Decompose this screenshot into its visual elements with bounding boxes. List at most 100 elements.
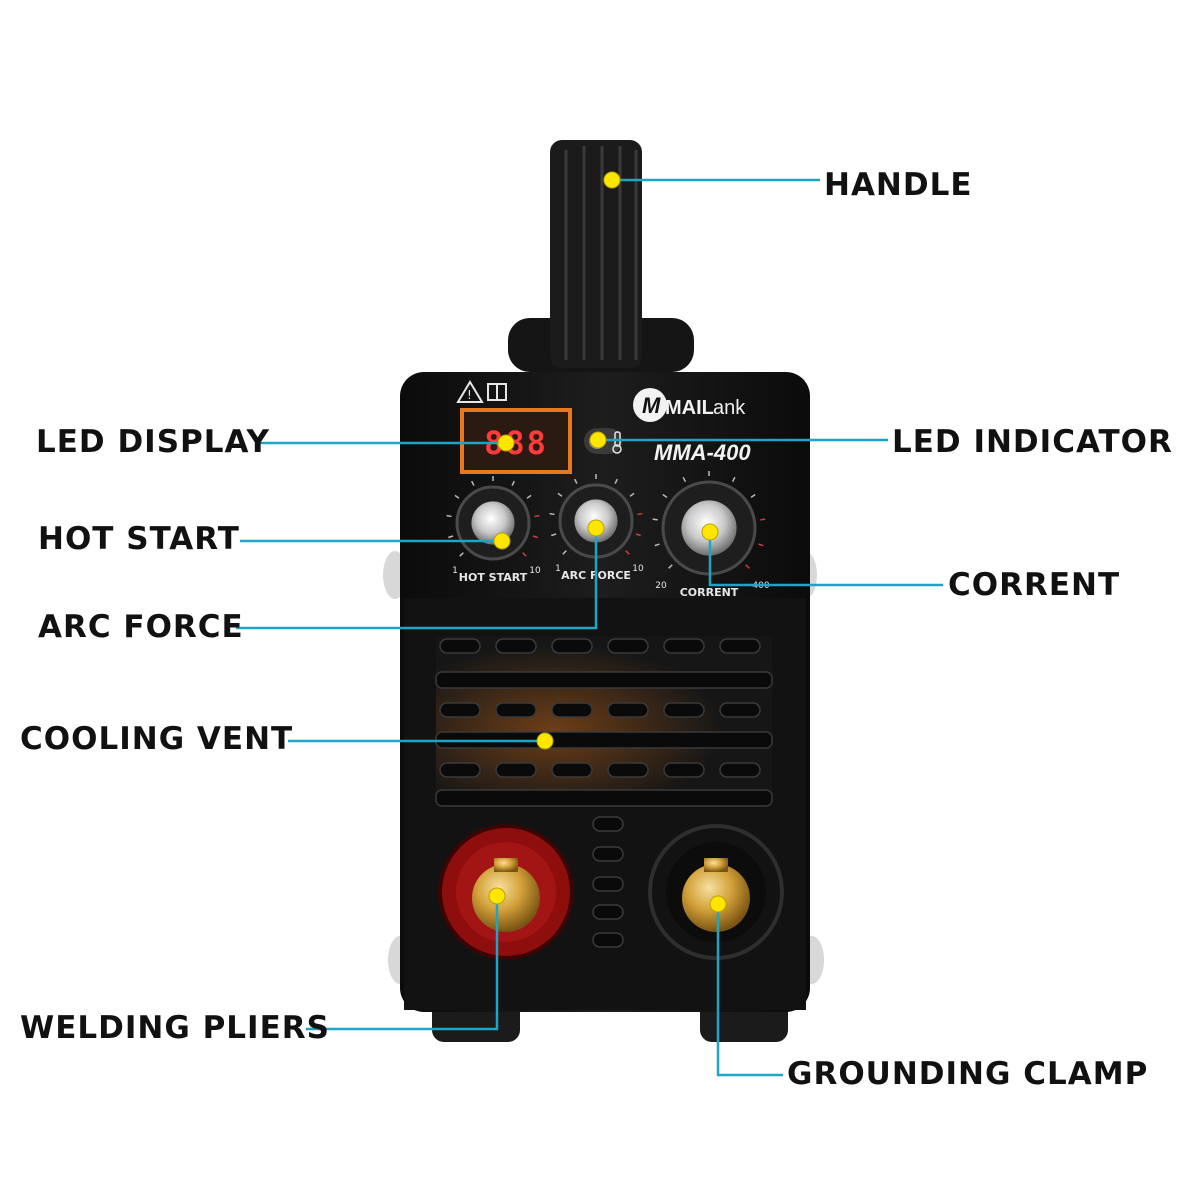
welding-pliers-label: WELDING PLIERS: [20, 1010, 330, 1046]
handle-dot: [603, 171, 621, 189]
welding-pliers-leader: [306, 896, 499, 1031]
welding-pliers-terminal: [438, 824, 574, 960]
brand-name: MAIL: [665, 397, 714, 419]
led-display-label: LED DISPLAY: [36, 424, 270, 460]
vent-slot: [551, 638, 593, 654]
led-display-dot: [497, 434, 515, 452]
knob-tick: [654, 543, 660, 547]
knob-max-label: 10: [632, 564, 644, 574]
corrent-leader: [708, 532, 943, 587]
manual-book-icon: [487, 383, 507, 401]
vent-slot: [719, 638, 761, 654]
vent-slot: [551, 762, 593, 778]
vent-slot: [551, 702, 593, 718]
vent-slot: [495, 702, 537, 718]
vent-slot: [439, 702, 481, 718]
knob-tick: [635, 533, 641, 537]
hot-start-dot: [493, 532, 511, 550]
leader-lines: [236, 178, 943, 1077]
arc-force-leader: [236, 528, 598, 630]
grounding-clamp-leader: [716, 904, 783, 1077]
knob-tick: [551, 533, 557, 537]
center-slot: [592, 876, 624, 892]
corrent-dot: [701, 523, 719, 541]
cooling-vent-dot: [536, 732, 554, 750]
knob-tick: [454, 494, 460, 499]
knob-tick: [614, 478, 619, 484]
callout-dots: [488, 171, 727, 913]
svg-text:M: M: [642, 393, 661, 418]
arc-force-label: ARC FORCE: [38, 609, 244, 645]
knob-tick: [662, 493, 668, 499]
brand-logo: M MAIL ank: [633, 388, 746, 422]
led-indicator-label: LED INDICATOR: [892, 424, 1173, 460]
grounding-clamp-terminal: [648, 824, 784, 960]
knob-tick: [446, 514, 452, 518]
vent-slot: [495, 762, 537, 778]
knob-tick: [625, 550, 630, 555]
handle-group: [508, 140, 694, 372]
knob-tick: [534, 514, 540, 518]
brand-suffix: ank: [713, 397, 746, 419]
knob-tick: [750, 493, 756, 499]
knob-label: HOT START: [459, 571, 528, 584]
vent-slot: [607, 762, 649, 778]
led-display: 888: [460, 408, 572, 474]
cooling-vent: [435, 636, 773, 807]
knob-tick: [637, 512, 643, 516]
vent-slot: [719, 762, 761, 778]
vent-slot-wide: [435, 671, 773, 689]
vent-slot-wide: [435, 789, 773, 807]
center-slot: [592, 816, 624, 832]
grounding-clamp-label: GROUNDING CLAMP: [787, 1056, 1149, 1092]
knob-tick: [532, 535, 538, 539]
vent-slot: [439, 638, 481, 654]
svg-text:!: !: [467, 388, 472, 402]
cooling-vent-label: COOLING VENT: [20, 721, 294, 757]
vent-slot: [663, 638, 705, 654]
knob-tick: [526, 494, 532, 499]
knob-tick: [448, 535, 454, 539]
vent-slot: [663, 762, 705, 778]
grounding-clamp-dot: [709, 895, 727, 913]
vent-slot: [439, 762, 481, 778]
vent-slot: [719, 702, 761, 718]
warning-triangle-icon: !: [456, 380, 484, 403]
center-slot: [592, 932, 624, 948]
center-slot: [592, 846, 624, 862]
knob-tick: [745, 564, 750, 569]
brand-mark-icon: [633, 388, 667, 422]
arc-force-dot: [587, 519, 605, 537]
knob-label: CORRENT: [680, 586, 739, 599]
knob-tick: [459, 552, 464, 557]
knob-max-label: 10: [529, 566, 541, 576]
corrent-label: CORRENT: [948, 567, 1121, 603]
vent-slot: [607, 702, 649, 718]
handle-label: HANDLE: [824, 167, 973, 203]
knob-tick: [557, 492, 563, 497]
knob-tick: [573, 478, 578, 484]
welding-pliers-dot: [488, 887, 506, 905]
knob-tick: [760, 518, 766, 521]
knob-tick: [470, 480, 475, 486]
knob-tick: [549, 512, 555, 516]
knob-min-label: 1: [452, 566, 458, 576]
vent-slot: [663, 702, 705, 718]
handle-grip: [550, 140, 642, 368]
vent-slot: [495, 638, 537, 654]
vent-slot: [607, 638, 649, 654]
knob-tick: [758, 543, 764, 547]
knob-tick: [731, 476, 736, 483]
knob-tick: [668, 564, 673, 569]
knob-tick: [522, 552, 527, 557]
knob-tick: [629, 492, 635, 497]
knob-tick: [682, 476, 687, 483]
knob-tick: [652, 518, 658, 521]
hot-start-label: HOT START: [38, 521, 240, 557]
knob-tick: [511, 480, 516, 486]
center-slot: [592, 904, 624, 920]
knob-min-label: 1: [555, 564, 561, 574]
knob-min-label: 20: [655, 581, 667, 591]
